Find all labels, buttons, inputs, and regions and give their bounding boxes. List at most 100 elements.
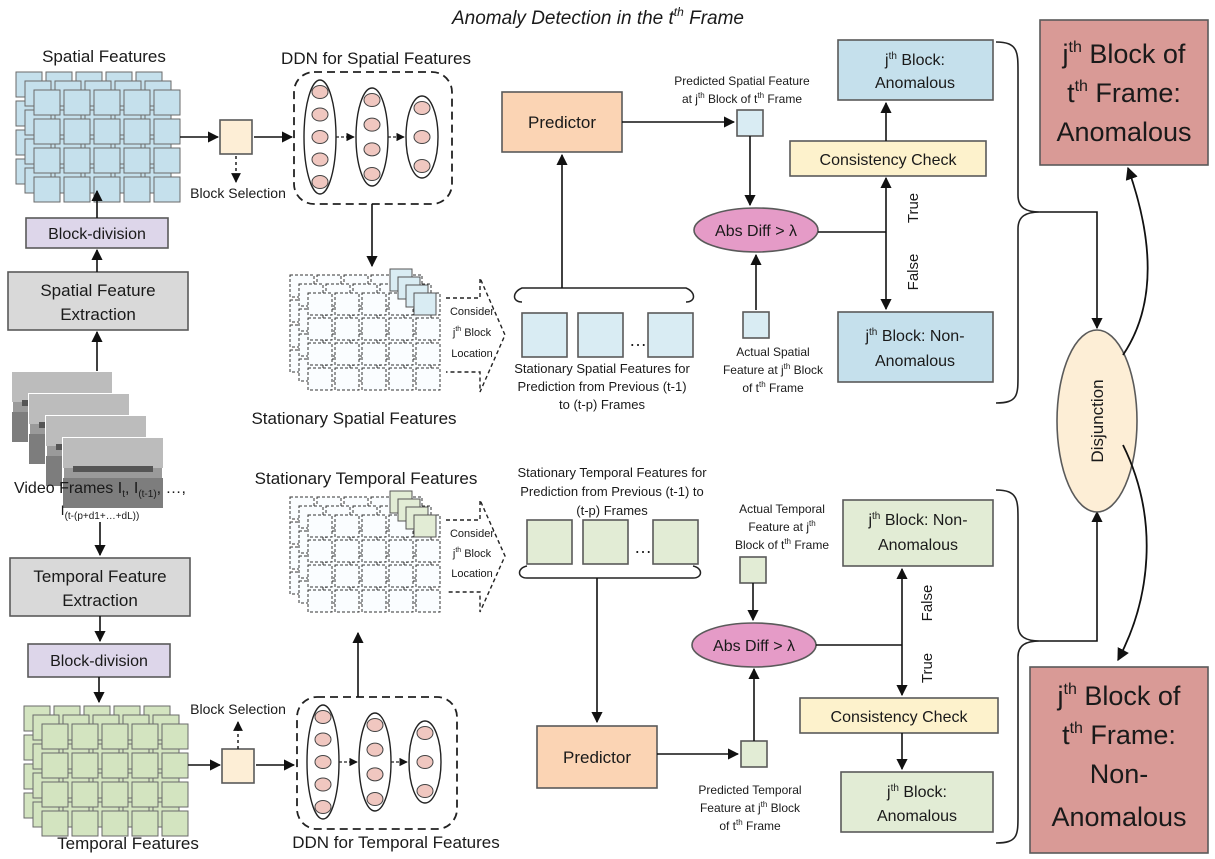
temporal-consider-line3: Location (451, 568, 493, 580)
spatial-pred-block-1 (521, 312, 568, 358)
stationary-temporal-cell (361, 564, 387, 588)
stationary-spatial-cell (415, 317, 441, 341)
temporal-extraction-line1: Temporal Feature (33, 567, 166, 586)
spatial-predicted-feature (736, 109, 764, 137)
spatial-consistency-label: Consistency Check (820, 152, 958, 169)
spatial-consistency-box (789, 140, 987, 177)
temporal-actual-feature (739, 556, 767, 584)
spatial-ddn-neuron (363, 117, 381, 132)
spatial-pred-block-2 (577, 312, 624, 358)
stationary-temporal-cell (334, 564, 360, 588)
spatial-actual-line1: Actual Spatial (736, 345, 809, 359)
temporal-ddn-neuron (314, 777, 332, 792)
spatial-absdiff-node (693, 207, 819, 253)
temporal-actual-line1: Actual Temporal (739, 502, 825, 516)
final-anomalous-box (1039, 19, 1209, 166)
stationary-spatial-cell (307, 342, 333, 366)
temporal-ddn-neuron (416, 755, 434, 769)
spatial-predicted-line1: Predicted Spatial Feature (674, 74, 810, 88)
temporal-grid-cell (161, 781, 189, 808)
spatial-pred-set-bracket (513, 287, 695, 303)
temporal-absdiff-label: Abs Diff > λ (713, 638, 795, 655)
temporal-block-division-label: Block-division (50, 653, 148, 670)
spatial-ddn-neuron (363, 142, 381, 157)
final-anomalous-line3: Anomalous (1056, 117, 1191, 147)
temporal-grid-cell (131, 723, 159, 750)
video-frame-fence (73, 466, 153, 472)
arrow-disjunction-to-anomalous (1122, 166, 1149, 356)
spatial-ddn-label: DDN for Spatial Features (281, 49, 471, 68)
spatial-ddn-neuron (363, 167, 381, 181)
temporal-block-nonanomalous-line1: jth Block: Non- (867, 511, 967, 529)
temporal-ddn-neuron (314, 800, 332, 814)
spatial-block-nonanomalous-box (837, 311, 994, 383)
temporal-features-label: Temporal Features (57, 834, 199, 853)
temporal-grid-cell (41, 810, 69, 837)
temporal-pred-block-2 (582, 519, 629, 565)
temporal-block-nonanomalous-box (842, 499, 994, 567)
spatial-absdiff-label: Abs Diff > λ (715, 223, 797, 240)
stationary-temporal-grid (289, 490, 441, 613)
spatial-grid-cell (93, 176, 121, 203)
spatial-block-nonanomalous-line2: Anomalous (875, 353, 955, 370)
stationary-temporal-cell (307, 514, 333, 538)
temporal-grid-cell (161, 810, 189, 837)
arrow-temporal-to-disjunction (1040, 510, 1103, 642)
video-frames-line1: Video Frames It, I(t-1), …, (14, 480, 186, 500)
temporal-pred-block-3 (652, 519, 699, 565)
spatial-grid-cell (33, 89, 61, 116)
stationary-spatial-cell (307, 317, 333, 341)
temporal-grid-cell (71, 752, 99, 779)
spatial-selected-block (219, 119, 253, 155)
spatial-predictor-label: Predictor (528, 113, 596, 132)
stationary-temporal-cell (334, 589, 360, 613)
spatial-actual-feature (742, 311, 770, 339)
final-anomalous-line1: jth Block of (1062, 39, 1186, 69)
final-nonanomalous-line2: tth Frame: (1062, 720, 1176, 750)
video-frame-sky (63, 438, 163, 468)
spatial-grid-cell (63, 147, 91, 174)
spatial-ddn-neuron (311, 152, 329, 167)
temporal-grid-cell (131, 781, 159, 808)
temporal-selected-block (221, 748, 255, 784)
temporal-grid-cell (71, 723, 99, 750)
temporal-grid-cell (41, 723, 69, 750)
arrow-spatial-to-disjunction (1040, 211, 1103, 330)
spatial-feature-grid (15, 71, 181, 203)
final-anomalous-line2: tth Frame: (1067, 78, 1181, 108)
spatial-ddn-layer (405, 95, 439, 179)
stationary-temporal-cell (388, 589, 414, 613)
disjunction-node (1056, 329, 1138, 513)
temporal-actual-line2: Feature at jth (748, 519, 815, 534)
temporal-consider-line2: jth Block (452, 547, 492, 560)
diagram-title: Anomaly Detection in the tth Frame (451, 5, 744, 29)
spatial-pred-ellipsis: … (629, 330, 647, 350)
temporal-consistency-box (799, 697, 999, 734)
spatial-ddn-neuron (311, 130, 329, 144)
temporal-grid-cell (161, 752, 189, 779)
temporal-grid-cell (101, 810, 129, 837)
stationary-temporal-cell (307, 589, 333, 613)
temporal-ddn-neuron (416, 784, 434, 798)
temporal-grid-cell (41, 781, 69, 808)
stationary-temporal-cell (361, 514, 387, 538)
temporal-ddn-neuron (314, 755, 332, 769)
stationary-temporal-cell (307, 564, 333, 588)
temporal-grid-cell (71, 781, 99, 808)
spatial-predictor-box (501, 91, 623, 153)
stationary-spatial-label: Stationary Spatial Features (251, 409, 456, 428)
temporal-block-anomalous-line1: jth Block: (886, 783, 947, 801)
temporal-ddn-neuron (366, 792, 384, 806)
temporal-predictor-label: Predictor (563, 748, 631, 767)
spatial-consider-line3: Location (451, 348, 493, 360)
spatial-ddn-layers (303, 79, 439, 195)
spatial-grid-cell (153, 118, 181, 145)
temporal-ddn-neuron (366, 718, 384, 732)
stationary-temporal-cell (361, 539, 387, 563)
stationary-spatial-cell (415, 367, 441, 391)
stationary-spatial-cell (388, 317, 414, 341)
stationary-spatial-cell (307, 367, 333, 391)
temporal-ddn-frame (296, 696, 458, 830)
spatial-block-division-box (25, 217, 169, 249)
